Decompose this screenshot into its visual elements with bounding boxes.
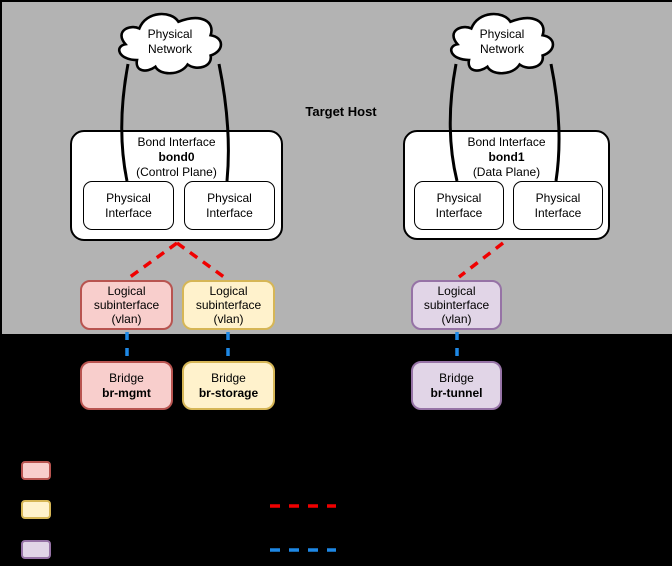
bond1-title: Bond Interface: [467, 135, 546, 149]
bridge-storage-label: Bridge br-storage: [199, 371, 258, 401]
physical-network-label-1: Physical Network: [147, 27, 193, 56]
bond0-physical-interface-2-label: Physical Interface: [206, 190, 253, 220]
subinterface-mgmt-box: Logical subinterface (vlan): [80, 280, 173, 330]
bond0-title: Bond Interface: [137, 135, 216, 149]
bond1-name: bond1: [488, 150, 525, 164]
subinterface-mgmt-label: Logical subinterface (vlan): [93, 284, 160, 326]
legend-swatch-tunnel: [21, 540, 51, 559]
bond0-physical-interface-1: Physical Interface: [83, 181, 174, 230]
subinterface-storage-box: Logical subinterface (vlan): [182, 280, 275, 330]
bond1-label: Bond Interface bond1 (Data Plane): [405, 135, 608, 180]
bond1-physical-interface-1: Physical Interface: [414, 181, 504, 230]
bond0-name: bond0: [158, 150, 195, 164]
legend-swatch-mgmt: [21, 461, 51, 480]
vlan-bridge-links: [125, 332, 459, 360]
bridge-storage-name: br-storage: [198, 385, 259, 400]
legend-lines: [270, 504, 336, 552]
bond0-plane: (Control Plane): [136, 165, 217, 179]
bridge-tunnel-label: Bridge br-tunnel: [431, 371, 483, 401]
legend-swatch-storage: [21, 500, 51, 519]
bond1-plane: (Data Plane): [472, 165, 541, 179]
subinterface-storage-label: Logical subinterface (vlan): [195, 284, 262, 326]
subinterface-tunnel-label: Logical subinterface (vlan): [423, 284, 490, 326]
bond0-physical-interface-2: Physical Interface: [184, 181, 275, 230]
bond1-box: Bond Interface bond1 (Data Plane) Physic…: [403, 130, 610, 240]
bond1-physical-interface-2-label: Physical Interface: [534, 190, 582, 220]
target-host-label: Target Host: [305, 104, 377, 119]
bond0-box: Bond Interface bond0 (Control Plane) Phy…: [70, 130, 283, 241]
bond1-physical-interface-2: Physical Interface: [513, 181, 603, 230]
bridge-mgmt-box: Bridge br-mgmt: [80, 361, 173, 410]
subinterface-tunnel-box: Logical subinterface (vlan): [411, 280, 502, 330]
bridge-tunnel-box: Bridge br-tunnel: [411, 361, 502, 410]
bridge-mgmt-name: br-mgmt: [102, 385, 151, 400]
bridge-mgmt-label: Bridge br-mgmt: [102, 371, 151, 401]
bond1-physical-interface-1-label: Physical Interface: [435, 190, 483, 220]
bridge-mgmt-title: Bridge: [109, 370, 144, 385]
bridge-storage-title: Bridge: [211, 370, 246, 385]
bridge-tunnel-name: br-tunnel: [430, 385, 483, 400]
bridge-storage-box: Bridge br-storage: [182, 361, 275, 410]
bond0-label: Bond Interface bond0 (Control Plane): [72, 135, 281, 180]
bond0-physical-interface-1-label: Physical Interface: [105, 190, 152, 220]
physical-network-label-2: Physical Network: [479, 27, 525, 56]
bridge-tunnel-title: Bridge: [439, 370, 474, 385]
